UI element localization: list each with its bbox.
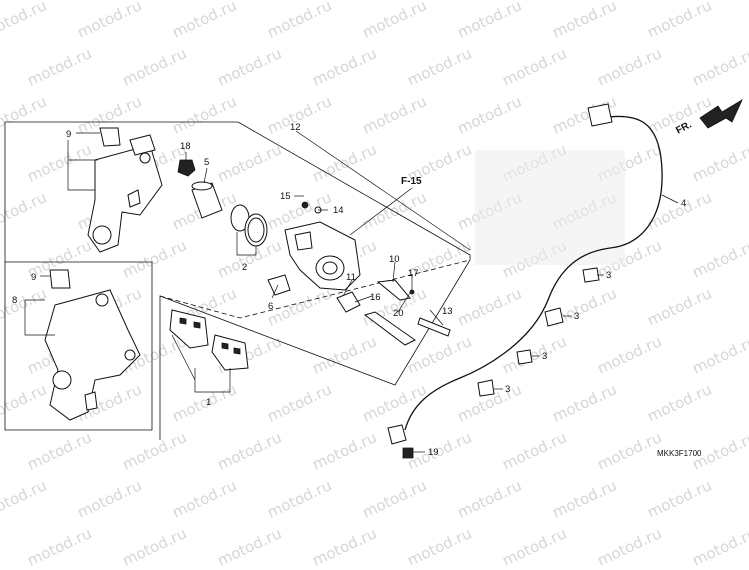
frame-lower-left [4, 261, 153, 431]
callout-19: 19 [428, 447, 439, 458]
callout-10: 10 [389, 254, 400, 265]
callout-3a: 3 [606, 270, 611, 281]
front-direction-arrow [699, 98, 743, 129]
piston-and-seals [191, 181, 268, 247]
lower-bracket-assembly [44, 269, 141, 421]
callout-14: 14 [333, 205, 344, 216]
callout-20: 20 [393, 308, 404, 319]
callout-4: 4 [681, 198, 686, 209]
direction-label: FR. [674, 119, 694, 136]
callout-2: 2 [242, 262, 247, 273]
callout-6: 6 [268, 301, 273, 312]
diagram-code: MKK3F1700 [657, 449, 702, 458]
callout-1: 1 [206, 397, 211, 408]
callout-5: 5 [204, 157, 209, 168]
callout-15: 15 [280, 191, 291, 202]
caliper-body [284, 201, 361, 291]
callout-13: 13 [442, 306, 453, 317]
callout-3b: 3 [574, 311, 579, 322]
callout-9b: 9 [31, 272, 36, 283]
callout-labels: 1 2 3 3 3 3 4 5 6 8 9 9 10 11 12 13 14 1… [12, 122, 686, 458]
upper-bracket-assembly [87, 127, 163, 253]
callout-11: 11 [346, 272, 356, 283]
leader-lines [24, 130, 679, 453]
spring-clip-6 [267, 274, 291, 296]
callout-3d: 3 [505, 384, 510, 395]
callout-3c: 3 [542, 351, 547, 362]
callout-12: 12 [290, 122, 301, 133]
reference-label: F-15 [401, 176, 422, 187]
callout-9a: 9 [66, 129, 71, 140]
brake-pads [169, 309, 249, 371]
callout-17: 17 [408, 268, 419, 279]
callout-16: 16 [370, 292, 381, 303]
abs-sensor-harness [387, 103, 663, 459]
callout-8: 8 [12, 295, 17, 306]
pins-and-bolts [336, 279, 451, 346]
callout-18: 18 [180, 141, 191, 152]
background-texture [475, 150, 625, 265]
nut-18 [177, 159, 196, 177]
